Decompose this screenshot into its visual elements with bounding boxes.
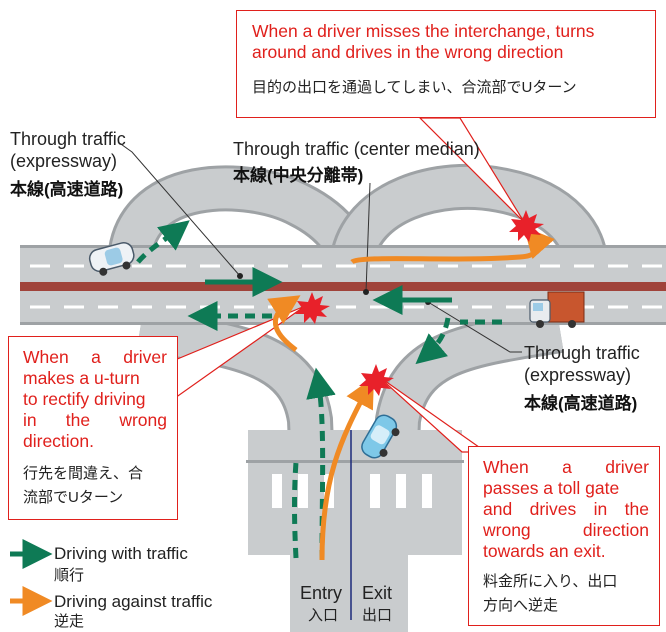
label-through-left-en-1: (expressway) (10, 151, 118, 171)
callout-left-en-4: direction. (23, 431, 95, 451)
legend-with-traffic: Driving with traffic (54, 544, 188, 563)
callout-right-jp-0: 料金所に入り、出口 (483, 573, 618, 590)
leader-lines (117, 141, 522, 353)
callout-right-jp-1: 方向へ逆走 (483, 597, 559, 614)
ramp-stem (246, 430, 464, 632)
ramp-left-lower (136, 307, 335, 471)
callout-left-en-3: in the wrong (23, 410, 167, 430)
callout-pointers (174, 117, 525, 453)
label-exit-jp: 出口 (362, 607, 393, 624)
with-traffic-solid (205, 267, 452, 315)
callout-left-jp-0: 行先を間違え、合 (23, 465, 144, 482)
callout-left-en-0: When a driver (23, 347, 167, 367)
car-icon (88, 241, 135, 276)
legend-against-traffic: Driving against traffic (54, 592, 213, 611)
label-through-center-en: Through traffic (center median) (233, 139, 480, 159)
callout-left-jp-1: 流部でUターン (23, 489, 124, 506)
callout-toll-gate: When a driver passes a toll gate and dri… (468, 446, 660, 626)
callout-left-en-1: makes a u-turn (23, 368, 140, 388)
legend-with-traffic-jp: 順行 (54, 567, 85, 584)
callout-right-en-1: passes a toll gate (483, 478, 620, 498)
callout-left-en-2: to rectify driving (23, 389, 146, 409)
collision-icon (295, 210, 544, 396)
legend-against-traffic-jp: 逆走 (54, 613, 85, 630)
label-through-center-jp: 本線(中央分離帯) (233, 166, 364, 185)
callout-right-en-4: towards an exit. (483, 541, 606, 561)
callout-right-en-0: When a driver (483, 457, 649, 477)
truck-icon (529, 291, 585, 328)
label-through-right-en-0: Through traffic (524, 343, 640, 363)
callout-top-en: When a driver misses the interchange, tu… (252, 21, 595, 62)
with-traffic-arrows (136, 220, 502, 561)
callout-right-en-2: and drives in the (483, 499, 649, 519)
callout-u-turn: When a driver makes a u-turn to rectify … (8, 336, 178, 520)
label-entry-jp: 入口 (308, 607, 339, 624)
label-entry: Entry (300, 583, 343, 603)
label-through-left-en-0: Through traffic (10, 129, 126, 149)
against-traffic-arrows (267, 226, 555, 561)
label-through-left-jp: 本線(高速道路) (10, 180, 124, 199)
label-exit: Exit (362, 583, 393, 603)
callout-right-en-3: wrong direction (483, 520, 649, 540)
label-through-right-jp: 本線(高速道路) (524, 394, 638, 413)
callout-top-jp: 目的の出口を通過してしまい、合流部でUターン (252, 79, 577, 96)
label-through-right-en-1: (expressway) (524, 365, 632, 385)
callout-missed-interchange: When a driver misses the interchange, tu… (236, 10, 656, 118)
car-icon (361, 414, 400, 459)
